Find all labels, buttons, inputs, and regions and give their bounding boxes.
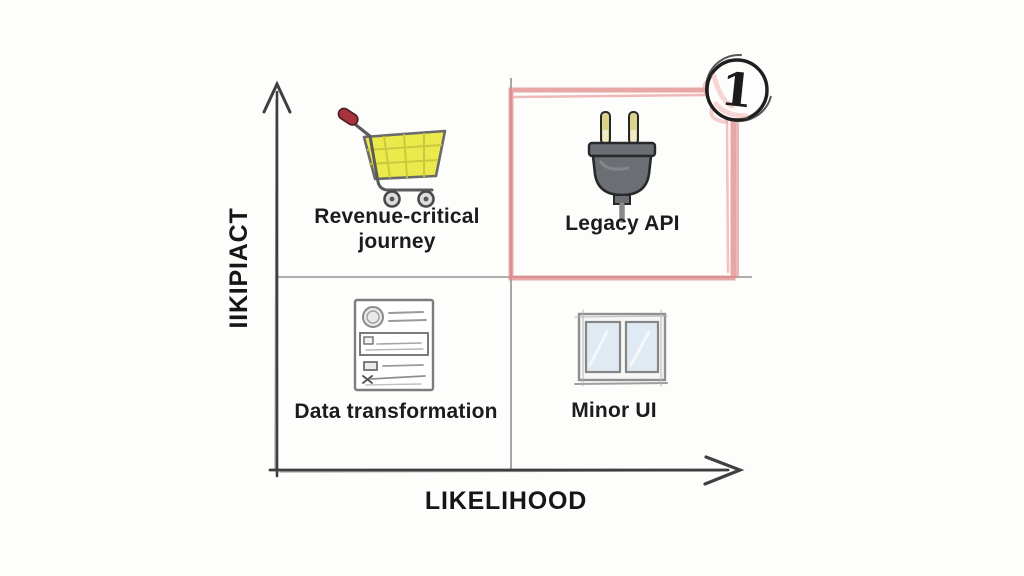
power-plug-icon: [587, 111, 657, 223]
document-form-icon: [353, 298, 435, 392]
quadrant-label-minor-ui: Minor UI: [571, 399, 657, 422]
window-icon: [574, 309, 668, 387]
shopping-cart-icon: [337, 107, 447, 208]
quadrant-label-revenue-line2: journey: [358, 230, 436, 253]
quadrant-label-revenue: Revenue-critical journey: [277, 204, 517, 254]
priority-badge-number: 1: [718, 61, 756, 119]
y-axis: [262, 80, 292, 478]
quadrant-label-data-transformation: Data transformation: [294, 400, 498, 423]
x-axis-label: LIKELIHOOD: [424, 487, 588, 515]
highlight-box: [508, 87, 739, 281]
quadrant-label-legacy-api: Legacy API: [565, 212, 680, 235]
y-axis-label: IIKIPIACT: [225, 207, 253, 329]
quadrant-label-revenue-line1: Revenue-critical: [314, 205, 480, 228]
x-axis: [268, 455, 745, 486]
